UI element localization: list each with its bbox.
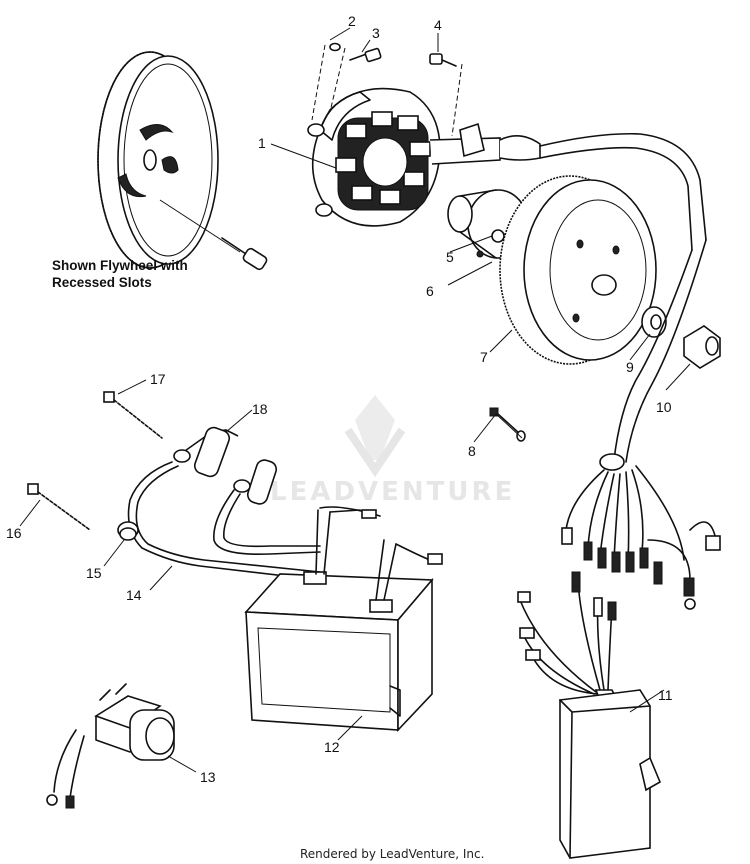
callout-4: 4	[434, 17, 442, 33]
screw-3	[349, 47, 382, 63]
callout-18: 18	[252, 401, 268, 417]
bolt-16	[27, 483, 91, 531]
callout-6: 6	[426, 283, 434, 299]
flywheel-recessed-slots	[97, 51, 268, 271]
callout-13: 13	[200, 769, 216, 785]
flywheel-main	[499, 175, 657, 365]
cdi-box-12	[244, 506, 443, 733]
callouts: 1 2 3 4 5 6 7 8 9 10 11 12 13 14 15 16 1…	[6, 13, 673, 785]
callout-9: 9	[626, 359, 634, 375]
nut-10	[683, 325, 721, 369]
footer-credit: Rendered by LeadVenture, Inc.	[300, 847, 484, 861]
callout-10: 10	[656, 399, 672, 415]
solenoid-13	[46, 683, 175, 809]
watermark: LEADVENTURE	[270, 395, 515, 507]
washer-9	[641, 306, 667, 338]
callout-14: 14	[126, 587, 142, 603]
callout-5: 5	[446, 249, 454, 265]
stator-windings	[335, 111, 431, 211]
caption-line-1: Shown Flywheel with	[52, 258, 188, 273]
callout-3: 3	[372, 25, 380, 41]
spark-plug-caps	[173, 426, 278, 505]
screw-4	[429, 53, 457, 67]
washer-2	[329, 42, 341, 52]
bolt-17	[103, 391, 163, 439]
callout-11: 11	[658, 687, 673, 703]
callout-2: 2	[348, 13, 356, 29]
regulator-11	[559, 689, 662, 859]
callout-1: 1	[258, 135, 266, 151]
ignition-wires	[117, 461, 321, 581]
callout-17: 17	[150, 371, 166, 387]
callout-8: 8	[468, 443, 476, 459]
stator-assembly	[307, 87, 707, 251]
watermark-text: LEADVENTURE	[270, 477, 515, 507]
callout-7: 7	[480, 349, 488, 365]
caption-line-2: Recessed Slots	[52, 275, 152, 290]
callout-12: 12	[324, 739, 340, 755]
leader-lines	[19, 27, 691, 773]
callout-16: 16	[6, 525, 22, 541]
callout-15: 15	[86, 565, 102, 581]
